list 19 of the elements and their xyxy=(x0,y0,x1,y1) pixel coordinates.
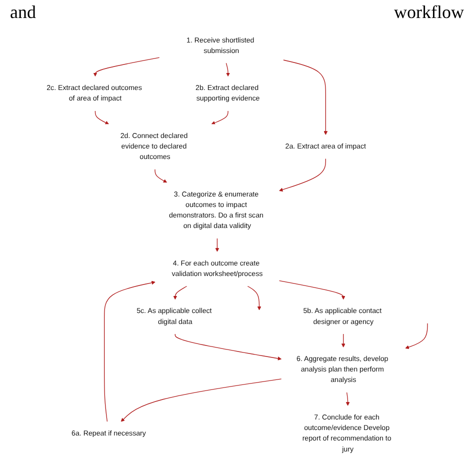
arrow xyxy=(173,286,188,300)
arrow xyxy=(226,62,230,77)
note-text: and xyxy=(10,2,36,23)
arrow xyxy=(154,168,168,183)
arrow xyxy=(279,158,326,192)
arrow xyxy=(247,286,262,310)
arrow xyxy=(278,280,346,300)
arrow xyxy=(93,57,160,77)
arrow xyxy=(346,392,350,406)
arrow xyxy=(174,334,282,360)
arrow xyxy=(341,334,346,348)
arrow xyxy=(104,280,156,422)
note-text: workflow xyxy=(394,2,464,23)
arrow xyxy=(215,238,220,252)
arrow xyxy=(405,323,428,349)
arrow xyxy=(211,110,228,125)
arrow xyxy=(120,378,282,422)
arrow xyxy=(283,60,328,135)
arrow xyxy=(94,110,109,124)
